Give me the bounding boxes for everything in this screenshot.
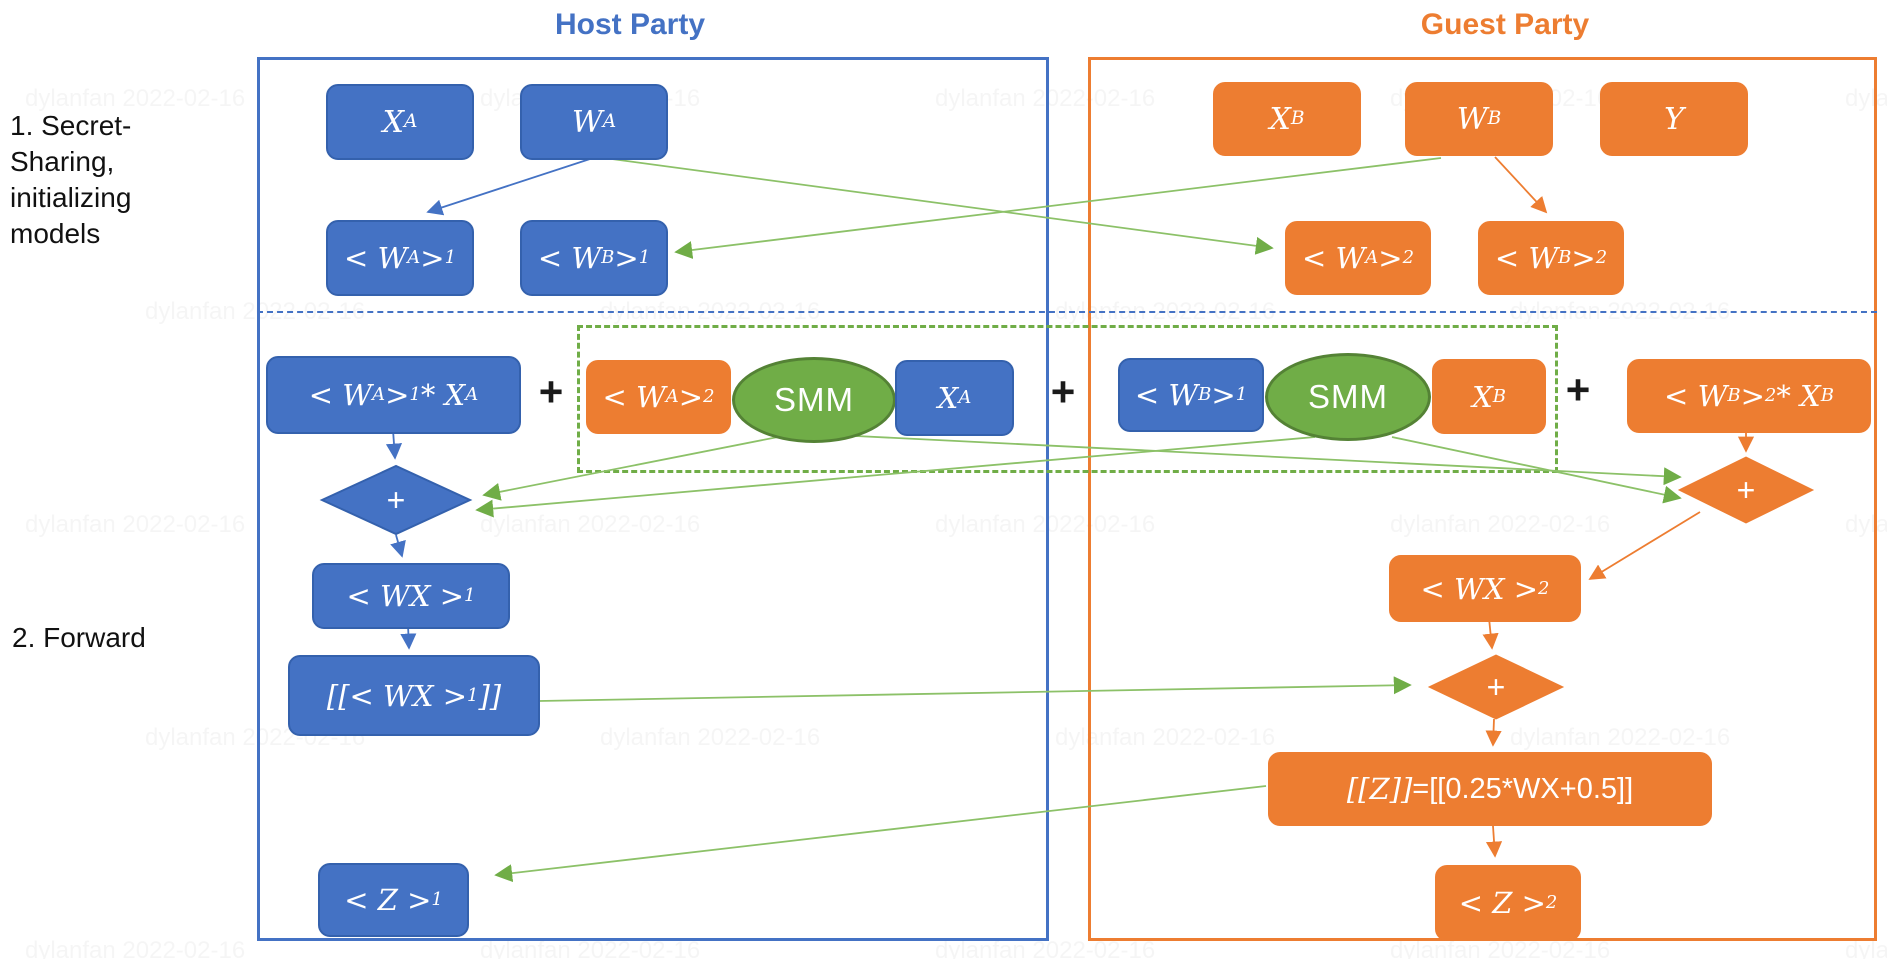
plus-operator-2: +	[1050, 368, 1076, 415]
stage1-label: 1. Secret- Sharing, initializing models	[10, 108, 220, 252]
node-guest-y: Y	[1600, 82, 1748, 156]
node-z-encrypted-formula: [[Z]]=[[0.25*WX+0.5]]	[1268, 752, 1712, 826]
stage1-line: initializing	[10, 182, 132, 213]
node-z-share2: < Z >2	[1435, 865, 1581, 941]
watermark-text: dylanfan 2022-02-16	[25, 511, 246, 538]
stage2-label: 2. Forward	[12, 622, 146, 653]
stage1-line: models	[10, 218, 101, 249]
plus-operator-3: +	[1565, 366, 1591, 413]
stage1-line: Sharing,	[10, 146, 115, 177]
node-wx-share1: < WX >1	[312, 563, 510, 629]
host-sum-diamond-label: +	[386, 482, 406, 518]
stage-divider-dashed-line	[257, 311, 1877, 313]
z-formula-right: =[[0.25*WX+0.5]]	[1412, 772, 1634, 805]
plus-operator-1: +	[538, 368, 564, 415]
smm-ellipse-1: SMM	[732, 357, 896, 443]
node-wx-share2: < WX >2	[1389, 555, 1581, 622]
watermark-text: dylanfan 2022-02-16	[25, 937, 246, 959]
stage1-line: 1. Secret-	[10, 110, 132, 141]
guest-sum-diamond2-label: +	[1486, 669, 1506, 705]
smm-ellipse-2: SMM	[1265, 353, 1431, 441]
guest-sum-diamond1-label: +	[1736, 472, 1756, 508]
node-wx-share1-encrypted: [[< WX >1]]	[288, 655, 540, 736]
host-party-title: Host Party	[554, 8, 706, 41]
node-z-share1: < Z >1	[318, 863, 469, 937]
guest-party-title: Guest Party	[1420, 8, 1590, 41]
z-formula-left: [[Z]]	[1346, 772, 1413, 806]
